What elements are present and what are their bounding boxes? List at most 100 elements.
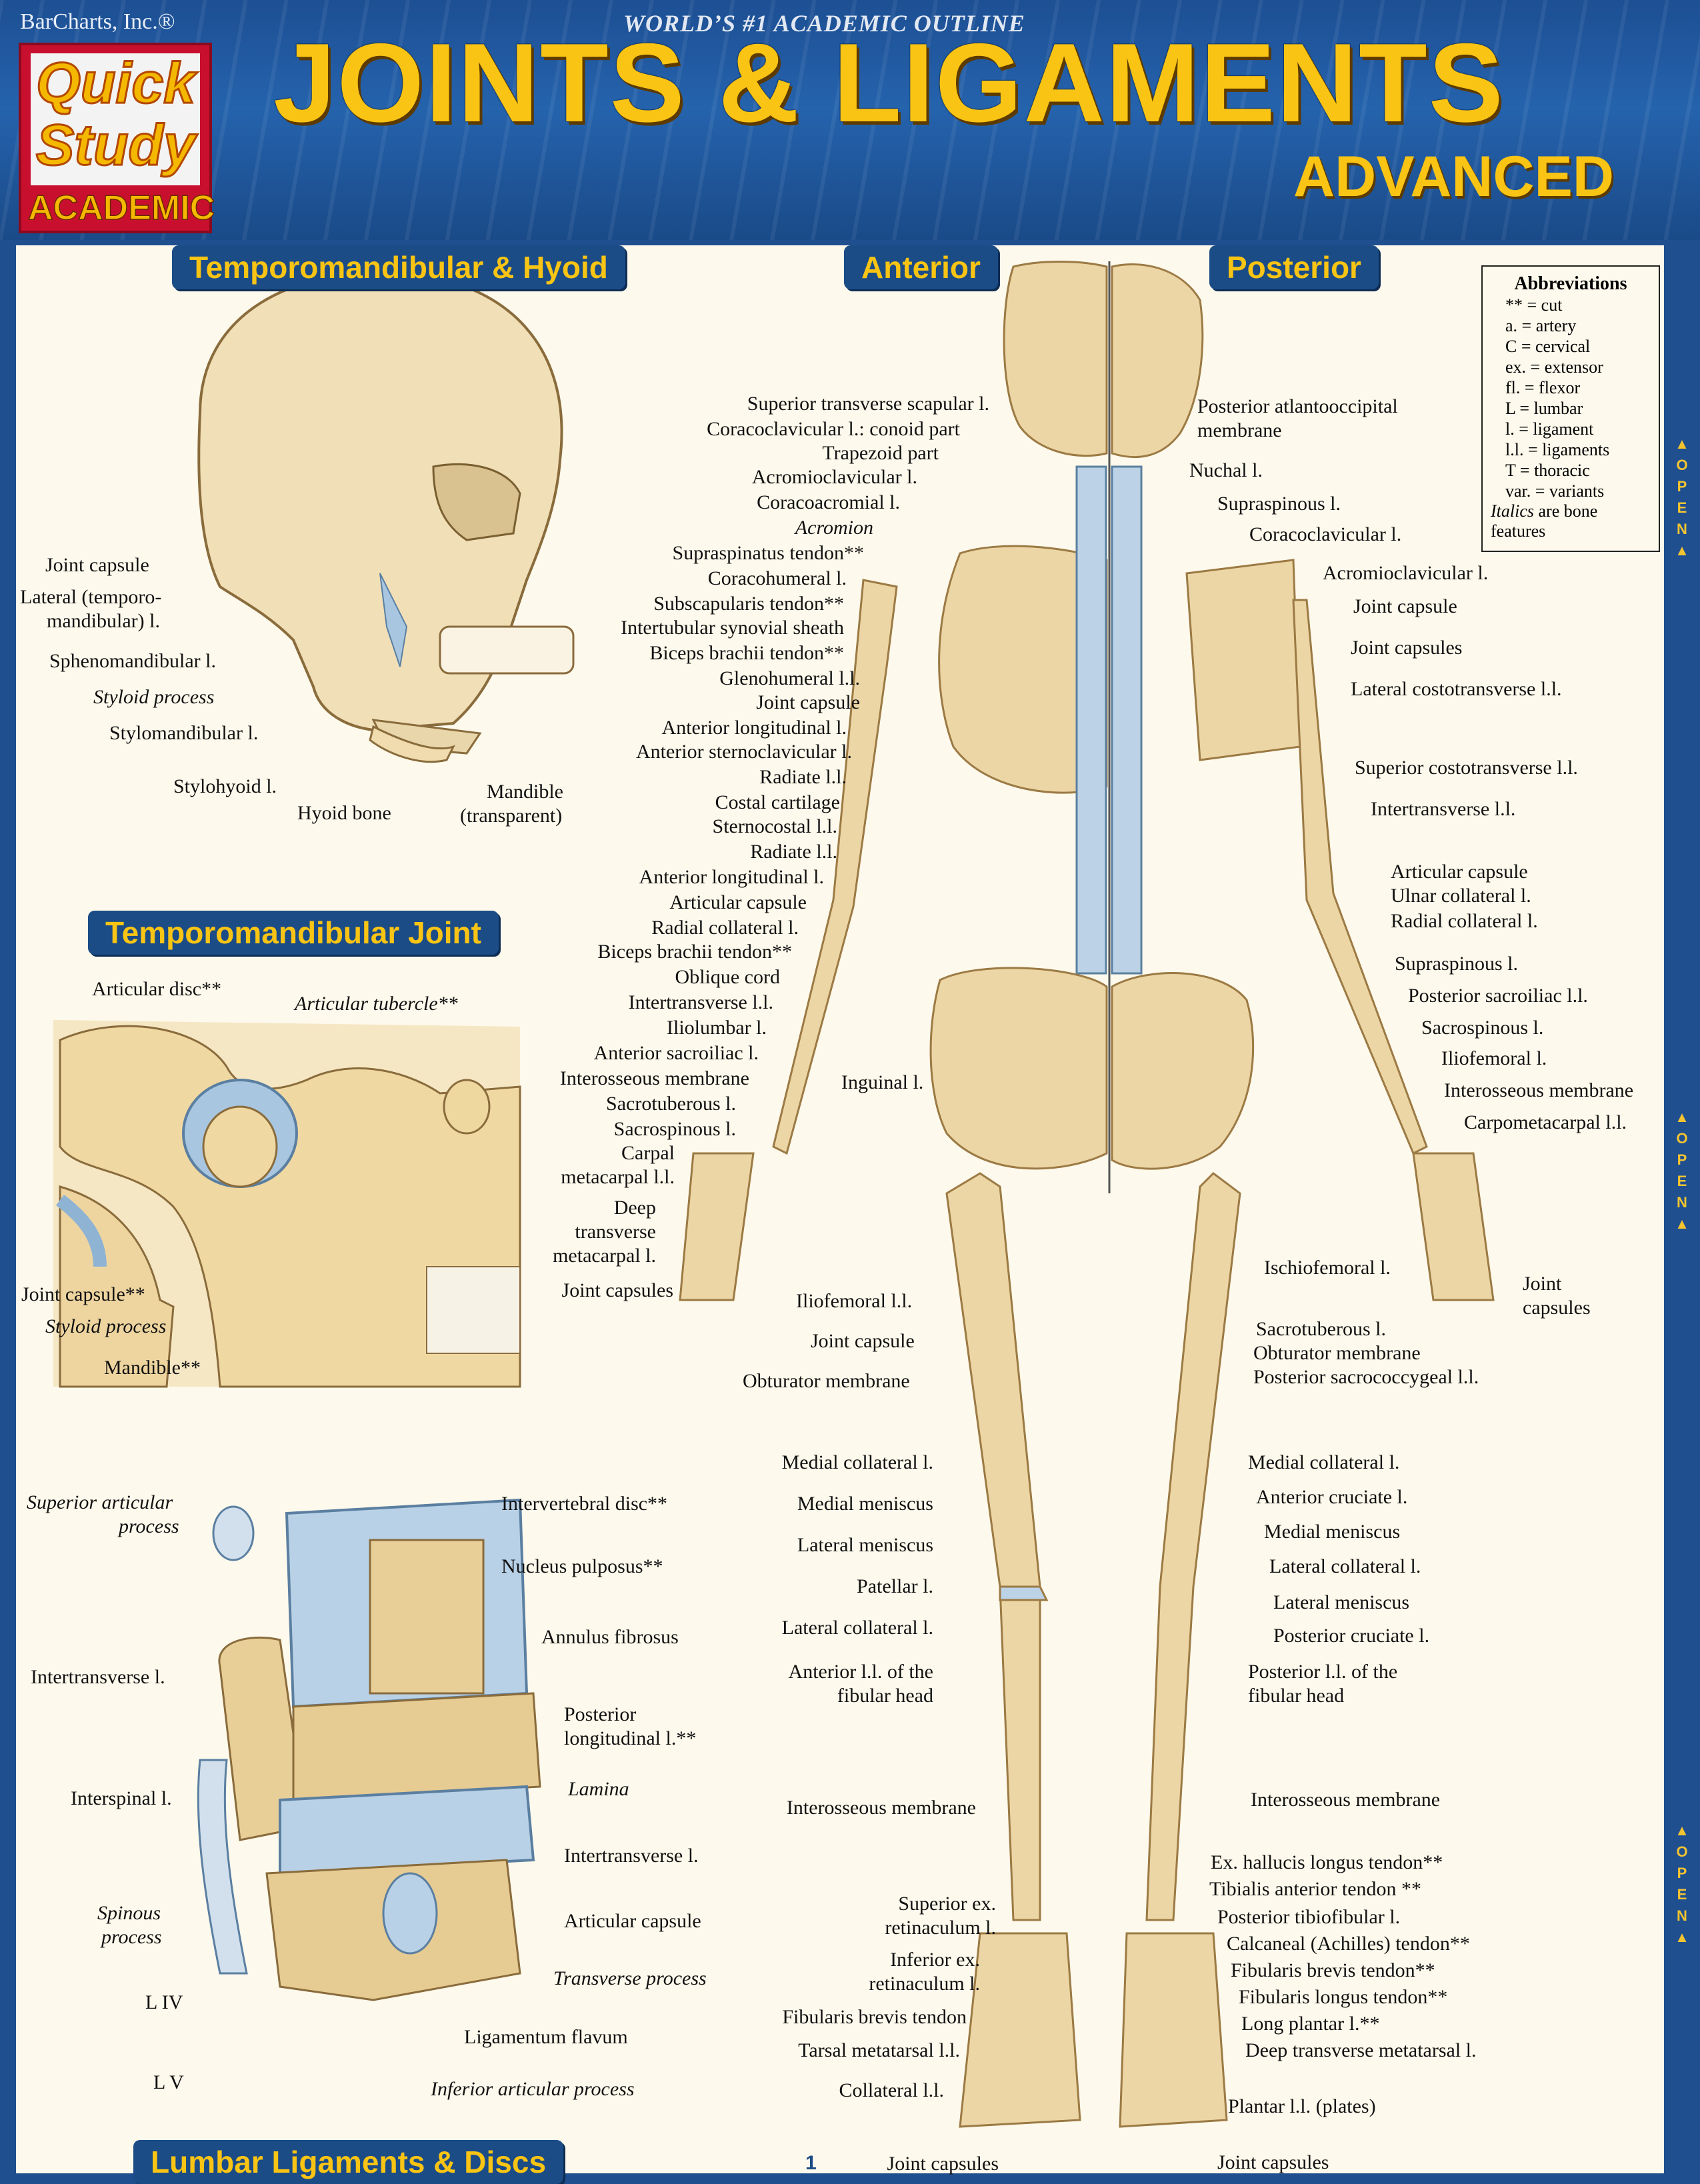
posterior-label: Sacrospinous l.: [1421, 1017, 1544, 1039]
anterior-label: Interosseous membrane: [559, 1067, 749, 1089]
posterior-label: Nuchal l.: [1189, 459, 1263, 481]
abbreviation-entry: l.l. = ligaments: [1505, 440, 1610, 459]
anterior-leg-label: Lateral collateral l.: [781, 1617, 933, 1639]
posterior-leg-label: Lateral meniscus: [1273, 1591, 1410, 1613]
posterior-label: Posterior sacroiliac l.l.: [1408, 985, 1588, 1007]
anterior-label: Joint capsule: [811, 1330, 915, 1352]
posterior-leg-label: Anterior cruciate l.: [1256, 1486, 1408, 1508]
anterior-label: Anterior longitudinal l.: [639, 866, 824, 888]
lumbar-label: L V: [153, 2071, 184, 2093]
section-label-lumbar: Lumbar Ligaments & Discs: [133, 2140, 564, 2184]
posterior-leg-label: Fibularis brevis tendon**: [1231, 1959, 1435, 1981]
posterior-leg-label: Ex. hallucis longus tendon**: [1211, 1851, 1443, 1873]
abbreviations-box: Abbreviations ** = cut a. = artery C = c…: [1481, 265, 1660, 552]
anterior-label: Joint capsules: [561, 1279, 673, 1301]
anterior-leg-label: Interosseous membrane: [786, 1797, 976, 1819]
anterior-label: Iliolumbar l.: [667, 1017, 767, 1039]
abbreviation-entry: C = cervical: [1505, 337, 1591, 356]
section-label-tmj-hyoid: Temporomandibular & Hyoid: [172, 245, 625, 289]
anterior-label: metacarpal l.l.: [561, 1166, 675, 1188]
skull-illustration: [197, 271, 575, 763]
logo-panel: Quick Study: [31, 53, 200, 185]
abbreviation-entry: L = lumbar: [1505, 399, 1583, 418]
posterior-label: Intertransverse l.l.: [1371, 798, 1516, 820]
lumbar-label: Spinous: [97, 1902, 161, 1924]
lumbar-label: longitudinal l.**: [564, 1727, 697, 1749]
posterior-label: Coracoclavicular l.: [1249, 523, 1402, 545]
anterior-label: Costal cartilage: [715, 791, 840, 813]
anterior-label: Superior transverse scapular l.: [747, 393, 989, 415]
posterior-label: Joint capsules: [1351, 637, 1463, 659]
posterior-label: Articular capsule: [1391, 861, 1528, 883]
anterior-leg-label: Patellar l.: [857, 1575, 933, 1597]
posterior-leg-label: Deep transverse metatarsal l.: [1245, 2039, 1477, 2061]
lumbar-label: Annulus fibrosus: [541, 1626, 679, 1648]
section-label-posterior: Posterior: [1209, 245, 1379, 289]
header-background-pattern: [0, 0, 1700, 240]
posterior-leg-label: Lateral collateral l.: [1269, 1555, 1421, 1577]
anterior-label: Biceps brachii tendon**: [649, 642, 844, 664]
anterior-label: Anterior sternoclavicular l.: [635, 741, 852, 763]
posterior-label: Acromioclavicular l.: [1323, 562, 1489, 584]
anterior-label: Sacrotuberous l.: [606, 1093, 736, 1115]
quick-study-logo: Quick Study ACADEMIC: [19, 43, 215, 233]
posterior-leg-label: Fibularis longus tendon**: [1239, 1986, 1448, 2008]
abbreviation-entry: a. = artery: [1505, 316, 1577, 335]
lumbar-label: Intertransverse l.: [31, 1666, 165, 1688]
anterior-leg-label: Collateral l.l.: [839, 2079, 944, 2101]
posterior-leg-label: Posterior tibiofibular l.: [1217, 1906, 1401, 1928]
skull-label: Stylomandibular l.: [109, 722, 259, 744]
anterior-label: Radiate l.l.: [750, 841, 837, 863]
posterior-leg-label: Posterior l.l. of the: [1248, 1661, 1398, 1683]
logo-word-quick: Quick: [35, 51, 197, 115]
anterior-leg-label: Tarsal metatarsal l.l.: [798, 2039, 960, 2061]
posterior-label: Supraspinous l.: [1217, 493, 1341, 515]
anterior-label: Carpal: [621, 1142, 675, 1164]
anterior-label: Intertubular synovial sheath: [621, 617, 844, 639]
anterior-label: transverse: [575, 1221, 656, 1243]
anterior-label: Intertransverse l.l.: [628, 991, 773, 1013]
anterior-label: Radial collateral l.: [651, 917, 799, 939]
lumbar-label: Inferior articular process: [431, 2078, 635, 2100]
publisher-name: BarCharts, Inc.®: [20, 9, 175, 34]
anterior-leg-label: retinaculum l.: [885, 1917, 996, 1939]
posterior-leg-label: Plantar l.l. (plates): [1228, 2095, 1376, 2117]
posterior-label: Obturator membrane: [1253, 1342, 1421, 1364]
tagline: WORLD’S #1 ACADEMIC OUTLINE: [623, 10, 1025, 37]
anterior-label: Coracoclavicular l.: conoid part: [707, 418, 960, 440]
lumbar-label: Superior articular: [27, 1491, 173, 1513]
page-subtitle: ADVANCED: [1293, 145, 1614, 209]
anterior-leg-label: Lateral meniscus: [797, 1534, 933, 1556]
page-title: JOINTS & LIGAMENTS: [273, 20, 1505, 145]
posterior-label: Posterior atlantooccipital: [1197, 395, 1398, 417]
tmj-label: Styloid process: [45, 1315, 167, 1337]
skull-label: Hyoid bone: [297, 802, 391, 824]
posterior-label: Joint: [1523, 1273, 1562, 1295]
posterior-leg-label: Long plantar l.**: [1241, 2013, 1380, 2035]
skull-label: (transparent): [460, 805, 563, 827]
posterior-label: Ischiofemoral l.: [1264, 1257, 1391, 1279]
posterior-label: Carpometacarpal l.l.: [1464, 1111, 1627, 1133]
posterior-label: membrane: [1197, 419, 1282, 441]
anterior-label: Trapezoid part: [822, 442, 939, 464]
lumbar-label: process: [101, 1926, 162, 1948]
page-number: 1: [805, 2152, 817, 2174]
anterior-label: Inguinal l.: [841, 1071, 924, 1093]
posterior-label: Superior costotransverse l.l.: [1355, 757, 1578, 779]
anterior-label: Supraspinatus tendon**: [672, 542, 864, 564]
lumbar-label: Lamina: [568, 1778, 629, 1800]
posterior-leg-label: Posterior cruciate l.: [1273, 1625, 1430, 1647]
skull-label: Joint capsule: [45, 554, 149, 576]
skull-label: Styloid process: [93, 686, 215, 708]
anterior-label: Sacrospinous l.: [613, 1118, 736, 1140]
posterior-label: Iliofemoral l.: [1441, 1047, 1547, 1069]
open-tab-strip: [1665, 245, 1700, 2173]
posterior-leg-label: fibular head: [1248, 1685, 1345, 1707]
lumbar-label: Intervertebral disc**: [501, 1493, 668, 1515]
posterior-leg-label: Joint capsules: [1217, 2151, 1329, 2173]
anterior-label: Acromion: [795, 517, 873, 539]
anterior-label: Subscapularis tendon**: [653, 593, 844, 615]
posterior-label: Lateral costotransverse l.l.: [1351, 678, 1562, 700]
lumbar-label: Interspinal l.: [71, 1787, 172, 1809]
